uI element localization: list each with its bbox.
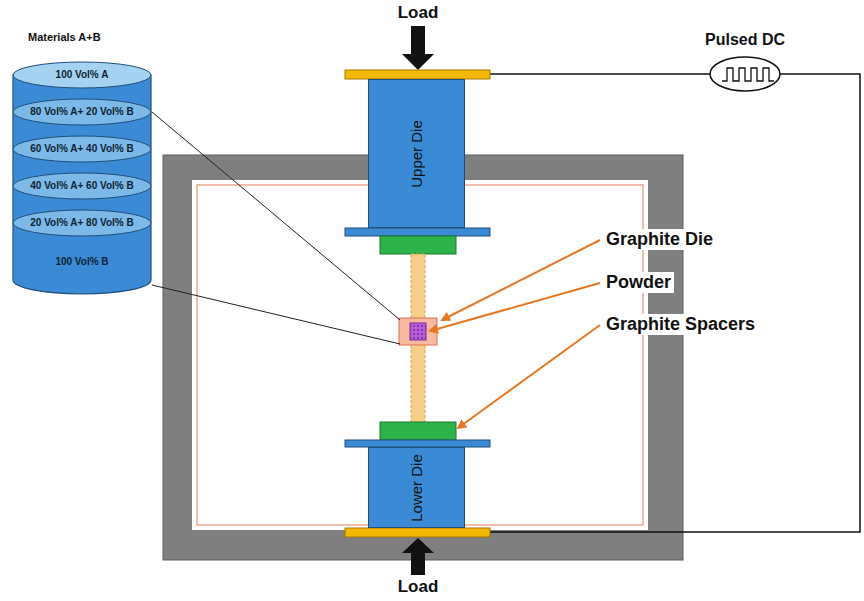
layer-ellipse	[13, 210, 151, 236]
part-label: Powder	[603, 272, 674, 293]
layer-ellipse	[13, 62, 151, 88]
powder	[410, 323, 426, 340]
die-flange	[345, 228, 490, 236]
load-label: Load	[398, 577, 439, 597]
material-layer: 60 Vol% A+ 40 Vol% B	[12, 135, 152, 163]
layer-label: 40 Vol% A+ 60 Vol% B	[30, 180, 133, 192]
source-label: Pulsed DC	[705, 30, 785, 49]
material-layer: 80 Vol% A+ 20 Vol% B	[12, 98, 152, 126]
load-arrow	[402, 538, 434, 575]
die-block: Lower Die	[368, 447, 465, 528]
layer-label: 20 Vol% A+ 80 Vol% B	[30, 217, 133, 229]
material-layer: 100 Vol% B	[12, 248, 152, 276]
layer-label: 100 Vol% A	[56, 69, 109, 81]
cylinder-heading: Materials A+B	[12, 30, 152, 44]
wire	[490, 74, 860, 532]
die-block: Upper Die	[368, 79, 465, 228]
material-cylinder: Materials A+B 100 Vol% A 80 Vol% A+ 20 Vol…	[12, 30, 152, 296]
electrode-plate	[345, 528, 490, 537]
punch-rod	[411, 254, 425, 422]
pointer-arrow	[442, 240, 600, 320]
graphite-spacer	[380, 236, 456, 254]
chamber	[192, 180, 648, 530]
pointer-arrow	[430, 283, 600, 331]
load-arrow	[402, 26, 434, 70]
leader-line	[152, 285, 400, 344]
cylinder-side	[13, 75, 151, 294]
square-wave	[722, 68, 774, 81]
chamber-lining	[197, 185, 643, 525]
layer-ellipse	[13, 136, 151, 162]
layer-ellipse	[13, 173, 151, 199]
layer-ellipse	[13, 99, 151, 125]
die-label: Lower Die	[408, 454, 426, 522]
layer-label: 100 Vol% B	[55, 256, 108, 268]
part-label: Graphite Die	[603, 229, 716, 250]
load-label: Load	[398, 3, 439, 23]
die-label: Upper Die	[408, 120, 426, 188]
pulse-source	[710, 57, 780, 91]
wire	[490, 73, 710, 75]
part-label: Graphite Spacers	[603, 314, 758, 335]
die-flange	[345, 440, 490, 447]
electrode-plate	[345, 70, 490, 79]
material-layer: 40 Vol% A+ 60 Vol% B	[12, 172, 152, 200]
pointer-arrow	[458, 325, 600, 428]
leader-line	[152, 112, 400, 320]
material-layer: 20 Vol% A+ 80 Vol% B	[12, 209, 152, 237]
graphite-spacer	[380, 422, 456, 440]
material-layer: 100 Vol% A	[12, 61, 152, 89]
layer-label: 60 Vol% A+ 40 Vol% B	[30, 143, 133, 155]
layer-label: 80 Vol% A+ 20 Vol% B	[30, 106, 133, 118]
